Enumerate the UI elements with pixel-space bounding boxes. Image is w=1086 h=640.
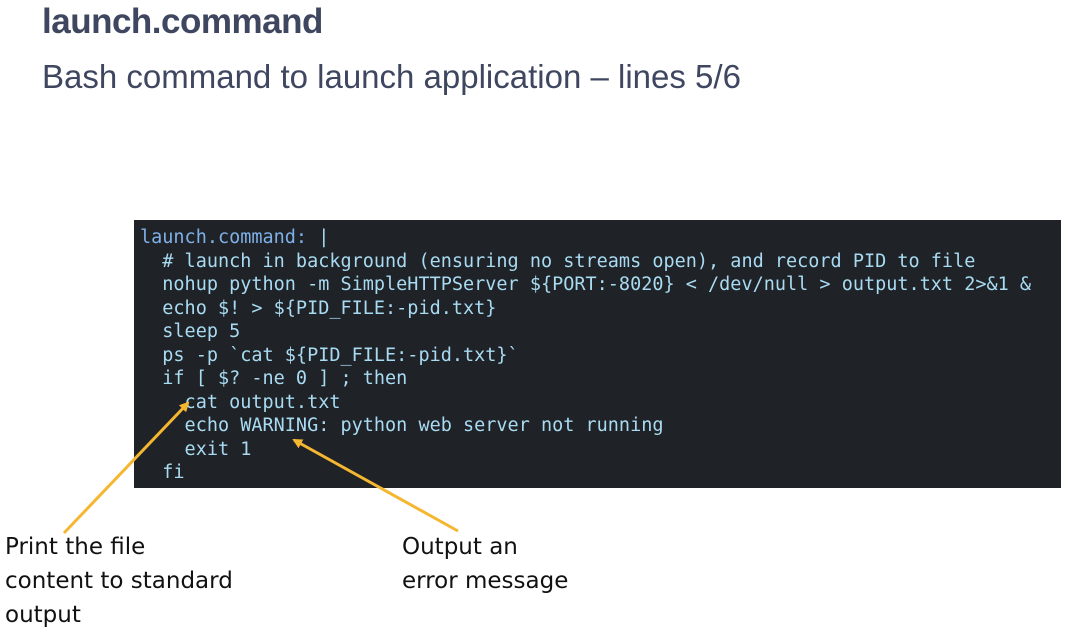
block-marker: | [307,227,330,248]
annotation-print-file-line-3: output [5,602,81,628]
annotation-error-message-line-1: Output an [402,534,518,560]
slide-subtitle: Bash command to launch application – lin… [42,58,741,95]
code-line-fi: fi [140,462,185,483]
code-line-comment: # launch in background (ensuring no stre… [140,250,976,272]
code-line-nohup: nohup python -m SimpleHTTPServer ${PORT:… [140,274,1032,295]
code-line-echo-pid: echo $! > ${PID_FILE:-pid.txt} [140,297,497,319]
code-line-if: if [ $? -ne 0 ] ; then [140,368,408,389]
yaml-key: launch.command: [140,227,308,248]
code-line-ps: ps -p `cat ${PID_FILE:-pid.txt}` [140,344,519,366]
annotation-error-message-line-2: error message [402,568,569,594]
slide-title: launch.command [42,2,323,41]
code-panel: launch.command: | # launch in background… [134,220,1061,488]
annotation-print-file: Print the file content to standard outpu… [5,530,233,632]
code-line-cat: cat output.txt [140,391,341,413]
code-line-echo-warning: echo WARNING: python web server not runn… [140,415,664,436]
code-line-sleep: sleep 5 [140,321,241,342]
code-line-key: launch.command: | [140,226,329,250]
annotation-error-message: Output an error message [402,530,568,598]
annotation-print-file-line-1: Print the file [5,534,146,560]
code-line-exit: exit 1 [140,438,252,460]
annotation-print-file-line-2: content to standard [5,568,233,594]
